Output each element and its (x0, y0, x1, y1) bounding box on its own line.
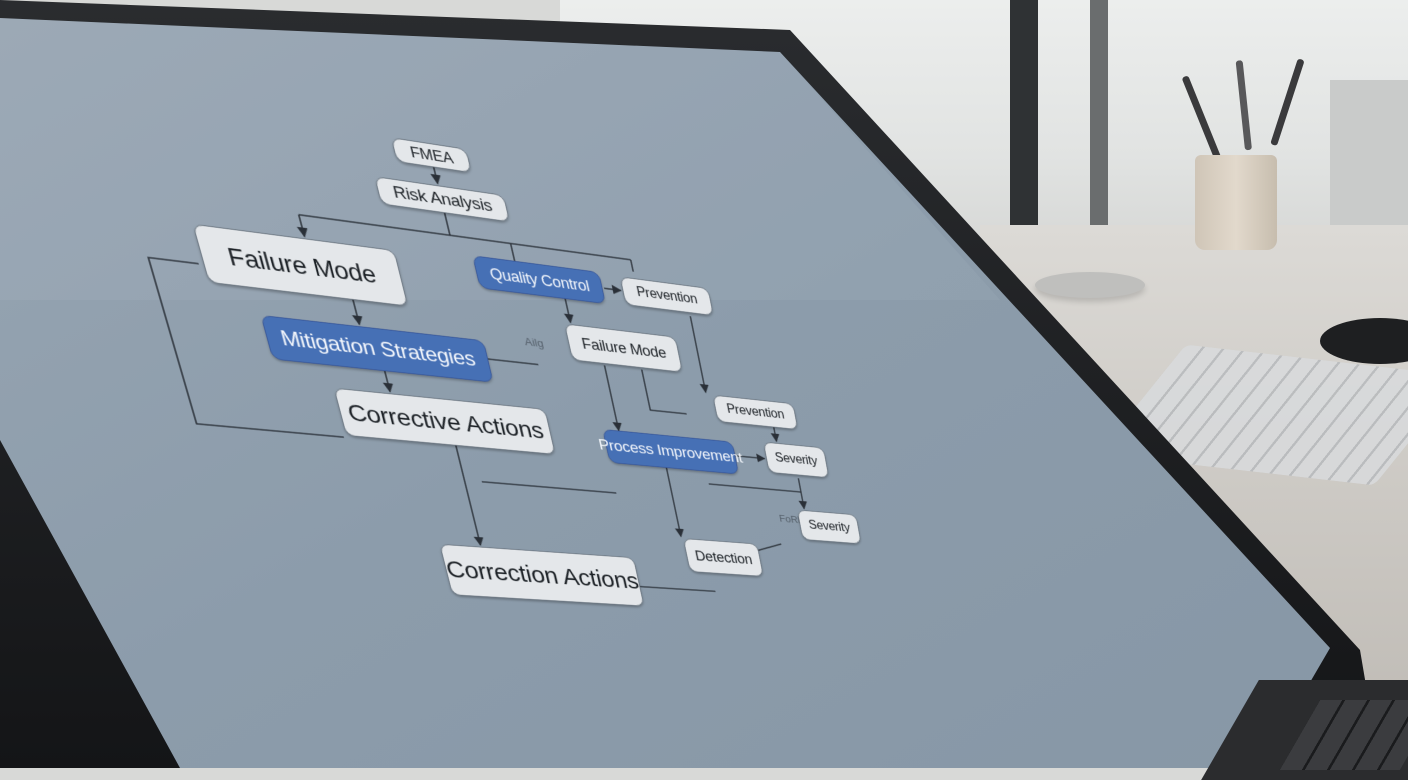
connector-corrective-down (456, 446, 481, 545)
tablet-screen (0, 18, 1330, 768)
connector-branch-quality (511, 243, 515, 260)
connector-prevention-down (690, 316, 705, 392)
connector-branch-failure (299, 215, 305, 237)
connector-severity-severity2 (798, 478, 804, 508)
screen-glare (0, 18, 1000, 300)
mouse (1320, 318, 1408, 364)
connector-quality-failure2 (565, 299, 570, 323)
connector-failure-mitigation (353, 300, 359, 325)
connector-branch-right (631, 260, 633, 272)
faint-label-a: Ailg (523, 335, 545, 350)
connector-process-detection (666, 465, 681, 537)
node-detection[interactable]: Detection (682, 538, 764, 577)
connector-quality-prevention (604, 288, 621, 290)
window-frame (1090, 0, 1108, 240)
node-severity-2[interactable]: Severity (796, 509, 862, 545)
pen-cup (1195, 155, 1277, 250)
saucer (1035, 272, 1145, 298)
connector-fmea-risk (434, 167, 438, 183)
connector-corrective-bus (482, 482, 617, 493)
connector-failure2-bracket (642, 370, 687, 414)
background-building (1330, 80, 1408, 230)
connector-failure2-process (605, 365, 619, 430)
connector-process-bus (709, 484, 801, 492)
window-frame (1010, 0, 1038, 240)
